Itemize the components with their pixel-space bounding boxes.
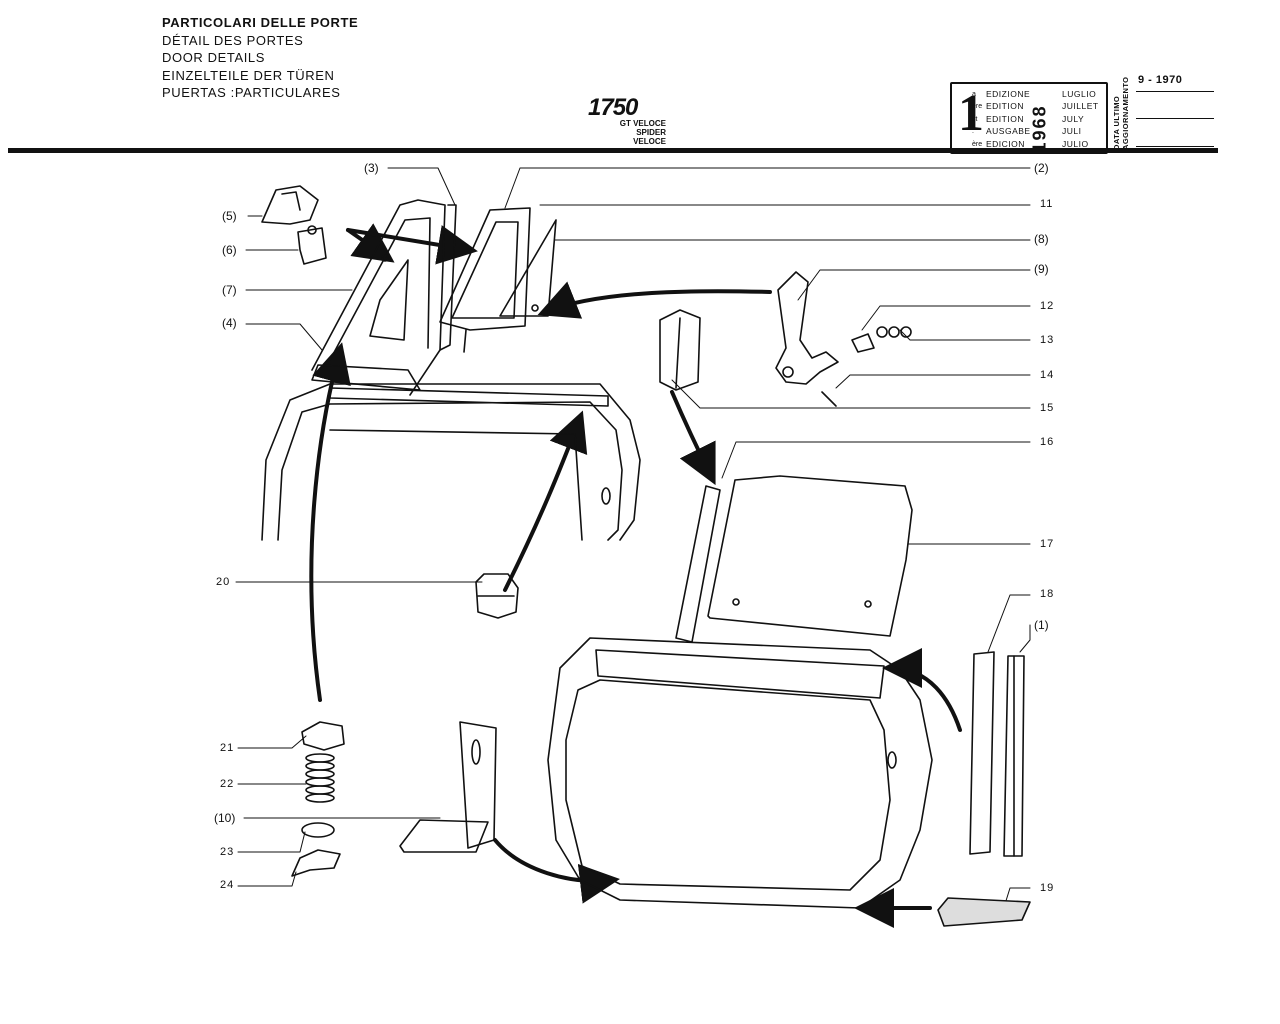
- edition-label: EDITION: [986, 113, 1024, 124]
- edition-suffixes: a ère st . ère: [972, 89, 982, 151]
- callout-15: 15: [1040, 402, 1055, 414]
- callout-22: 22: [220, 778, 235, 790]
- door-shell: [547, 637, 933, 909]
- door-glass: [707, 475, 913, 637]
- edition-label: EDITION: [986, 101, 1024, 112]
- callout-16: 16: [1040, 436, 1055, 448]
- edition-label: EDICION: [986, 138, 1025, 149]
- rail-18: [969, 651, 995, 855]
- update-line: [1136, 91, 1214, 92]
- callout-3: (3): [364, 161, 379, 175]
- edition-box: 1 a ère st . ère EDIZIONE EDITION EDITIO…: [950, 82, 1108, 154]
- callout-9: (9): [1034, 262, 1049, 276]
- callout-6: (6): [222, 243, 237, 257]
- callout-7: (7): [222, 283, 237, 297]
- variant-gt: GT VELOCE: [619, 119, 666, 128]
- callout-12: 12: [1040, 300, 1055, 312]
- callout-14: 14: [1040, 369, 1055, 381]
- callout-20: 20: [216, 576, 231, 588]
- assembly-arrows: [309, 223, 962, 928]
- callout-5: (5): [222, 209, 237, 223]
- title-english: DOOR DETAILS: [162, 50, 266, 65]
- suffix: a: [972, 91, 976, 98]
- callout-1: (1): [1034, 618, 1049, 632]
- callout-13: 13: [1040, 334, 1055, 346]
- edition-month: JULI: [1062, 126, 1082, 137]
- leader-lines: [235, 167, 1031, 905]
- suffix: st: [972, 115, 978, 123]
- rail-1: [1003, 655, 1025, 857]
- update-date: 9 - 1970: [1138, 74, 1183, 86]
- clip-20: [475, 573, 519, 619]
- model-variants: GT VELOCE SPIDER VELOCE: [604, 119, 666, 146]
- callout-19: 19: [1040, 882, 1055, 894]
- variant-spider: SPIDER VELOCE: [633, 128, 666, 146]
- title-block: PARTICOLARI DELLE PORTE DÉTAIL DES PORTE…: [162, 14, 358, 102]
- edition-label: EDIZIONE: [986, 89, 1031, 99]
- callout-18: 18: [1040, 588, 1055, 600]
- callout-24: 24: [220, 879, 235, 891]
- model-name: 1750: [588, 94, 638, 121]
- edition-label: AUSGABE: [986, 126, 1031, 137]
- callout-11: 11: [1040, 198, 1054, 210]
- edition-labels: EDIZIONE EDITION EDITION AUSGABE EDICION: [986, 88, 1031, 150]
- bracket-10: [459, 721, 497, 849]
- edition-month: JULY: [1062, 113, 1085, 124]
- suffix: .: [972, 128, 974, 136]
- channel-block: [659, 309, 701, 391]
- edition-number: 1: [958, 85, 984, 142]
- callout-10: (10): [214, 811, 236, 825]
- spring-22: [305, 753, 335, 803]
- callout-2: (2): [1034, 161, 1049, 175]
- update-line: [1136, 146, 1214, 147]
- edition-months: LUGLIO JUILLET JULY JULI JULIO: [1062, 88, 1099, 150]
- header-rule: [8, 148, 1218, 153]
- suffix: ère: [972, 103, 983, 111]
- cam-24: [291, 849, 341, 877]
- callout-8: (8): [1034, 232, 1049, 246]
- update-line: [1136, 118, 1214, 119]
- title-french: DÉTAIL DES PORTES: [162, 32, 304, 48]
- pad-19: [937, 897, 1031, 927]
- title-spanish: PUERTAS :PARTICULARES: [162, 85, 341, 100]
- edition-month: LUGLIO: [1062, 89, 1097, 99]
- callout-4: (4): [222, 316, 237, 330]
- title-german: EINZELTEILE DER TÜREN: [162, 67, 335, 83]
- hinge-bracket: [261, 185, 319, 225]
- callout-21: 21: [220, 742, 235, 754]
- hinge-plate: [297, 227, 327, 265]
- vent-handle: [775, 271, 839, 385]
- callout-23: 23: [220, 846, 235, 858]
- suffix: ère: [972, 140, 983, 148]
- edition-month: JULIO: [1062, 138, 1089, 149]
- edition-month: JUILLET: [1062, 101, 1099, 112]
- title-italian: PARTICOLARI DELLE PORTE: [162, 15, 359, 30]
- washer-21: [301, 721, 345, 751]
- callout-17: 17: [1040, 538, 1055, 550]
- washer-23: [301, 822, 335, 838]
